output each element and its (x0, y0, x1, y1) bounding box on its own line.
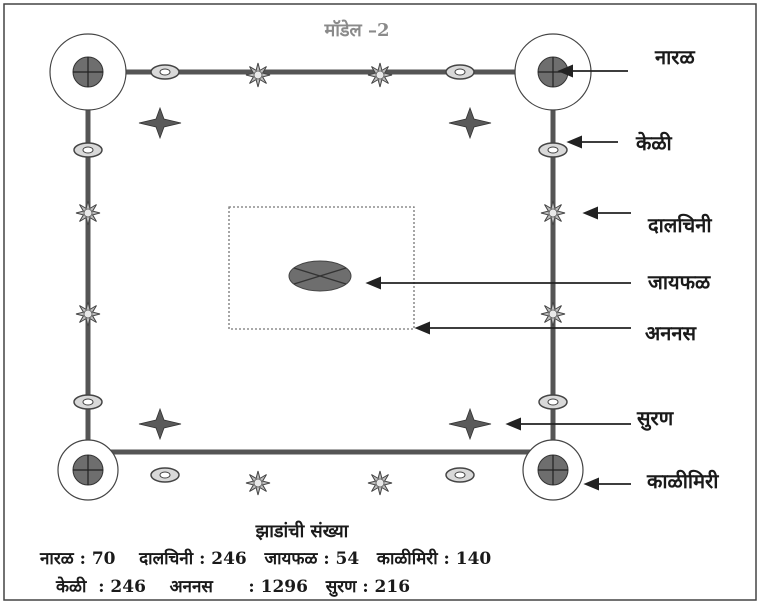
arrow-nutmeg (365, 276, 631, 290)
label-cinnamon: दालचिनी (647, 213, 712, 237)
elephant-foot-yam-symbol (448, 407, 492, 441)
coconut-symbol (57, 439, 119, 501)
banana-symbol (538, 394, 568, 410)
cinnamon-symbol (367, 62, 393, 88)
cinnamon-symbol (540, 200, 566, 226)
cinnamon-symbol (75, 301, 101, 327)
pineapple-area (228, 206, 415, 330)
banana-symbol (150, 467, 180, 483)
banana-symbol (445, 64, 475, 80)
label-nutmeg: जायफळ (647, 270, 711, 294)
summary-line-1: नारळ : 70 दालचिनी : 246 जायफळ : 54 काळीम… (39, 548, 491, 569)
coconut-symbol (49, 33, 127, 111)
cinnamon-symbol (75, 200, 101, 226)
label-pineapple: अननस (645, 321, 697, 345)
diagram-title: मॉडेल –2 (323, 19, 389, 41)
banana-symbol (538, 142, 568, 158)
label-elephant-foot-yam: सुरण (636, 406, 675, 431)
cinnamon-symbol (245, 470, 271, 496)
arrow-banana (566, 135, 618, 149)
arrow-coconut (557, 64, 628, 78)
coconut-symbol (514, 33, 592, 111)
banana-symbol (73, 142, 103, 158)
cinnamon-symbol (540, 301, 566, 327)
elephant-foot-yam-symbol (138, 407, 182, 441)
summary-heading: झाडांची संख्या (255, 520, 350, 542)
outer-frame (3, 3, 757, 601)
nutmeg-symbol (288, 260, 352, 292)
arrow-black-pepper (583, 477, 631, 491)
summary-line-2: केळी : 246 अननस : 1296 सुरण : 216 (55, 576, 410, 597)
arrow-pineapple (414, 321, 631, 335)
label-black-pepper: काळीमिरी (646, 469, 719, 493)
arrow-cinnamon (582, 206, 631, 220)
banana-symbol (150, 64, 180, 80)
cinnamon-symbol (245, 62, 271, 88)
cinnamon-symbol (367, 470, 393, 496)
coconut-symbol (522, 439, 584, 501)
label-coconut: नारळ (654, 45, 695, 69)
banana-symbol (445, 467, 475, 483)
label-banana: केळी (635, 131, 673, 155)
elephant-foot-yam-symbol (138, 106, 182, 140)
banana-symbol (73, 394, 103, 410)
elephant-foot-yam-symbol (448, 106, 492, 140)
arrow-elephant-foot-yam (505, 417, 631, 431)
